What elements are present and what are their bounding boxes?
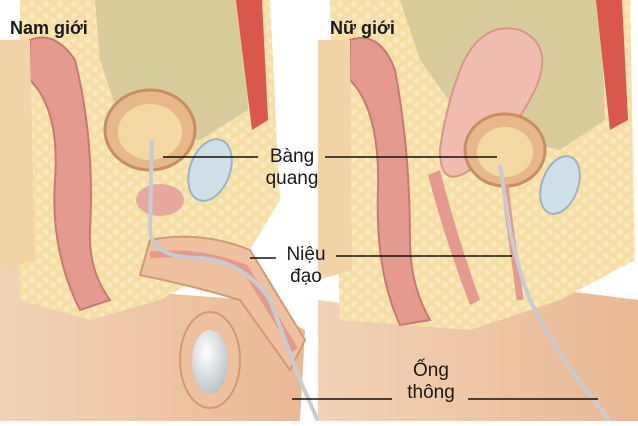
label-bladder-line2: quang xyxy=(262,168,322,190)
label-catheter-line1: Ống xyxy=(400,360,462,382)
male-panel-title: Nam giới xyxy=(10,18,88,39)
male-anatomy xyxy=(0,0,318,421)
female-anatomy xyxy=(318,0,638,421)
label-urethra-line2: đạo xyxy=(278,266,334,288)
male-spine xyxy=(0,40,35,270)
female-bladder-urine xyxy=(477,127,533,177)
label-bladder-line1: Bàng xyxy=(262,146,322,168)
label-catheter-line2: thông xyxy=(400,382,462,404)
male-prostate xyxy=(136,184,184,216)
label-urethra: Niệu đạo xyxy=(278,244,334,288)
label-catheter: Ống thông xyxy=(400,360,462,404)
label-bladder: Bàng quang xyxy=(262,146,322,190)
male-testis xyxy=(192,330,228,394)
label-urethra-line1: Niệu xyxy=(278,244,334,266)
female-panel-title: Nữ giới xyxy=(330,18,395,39)
